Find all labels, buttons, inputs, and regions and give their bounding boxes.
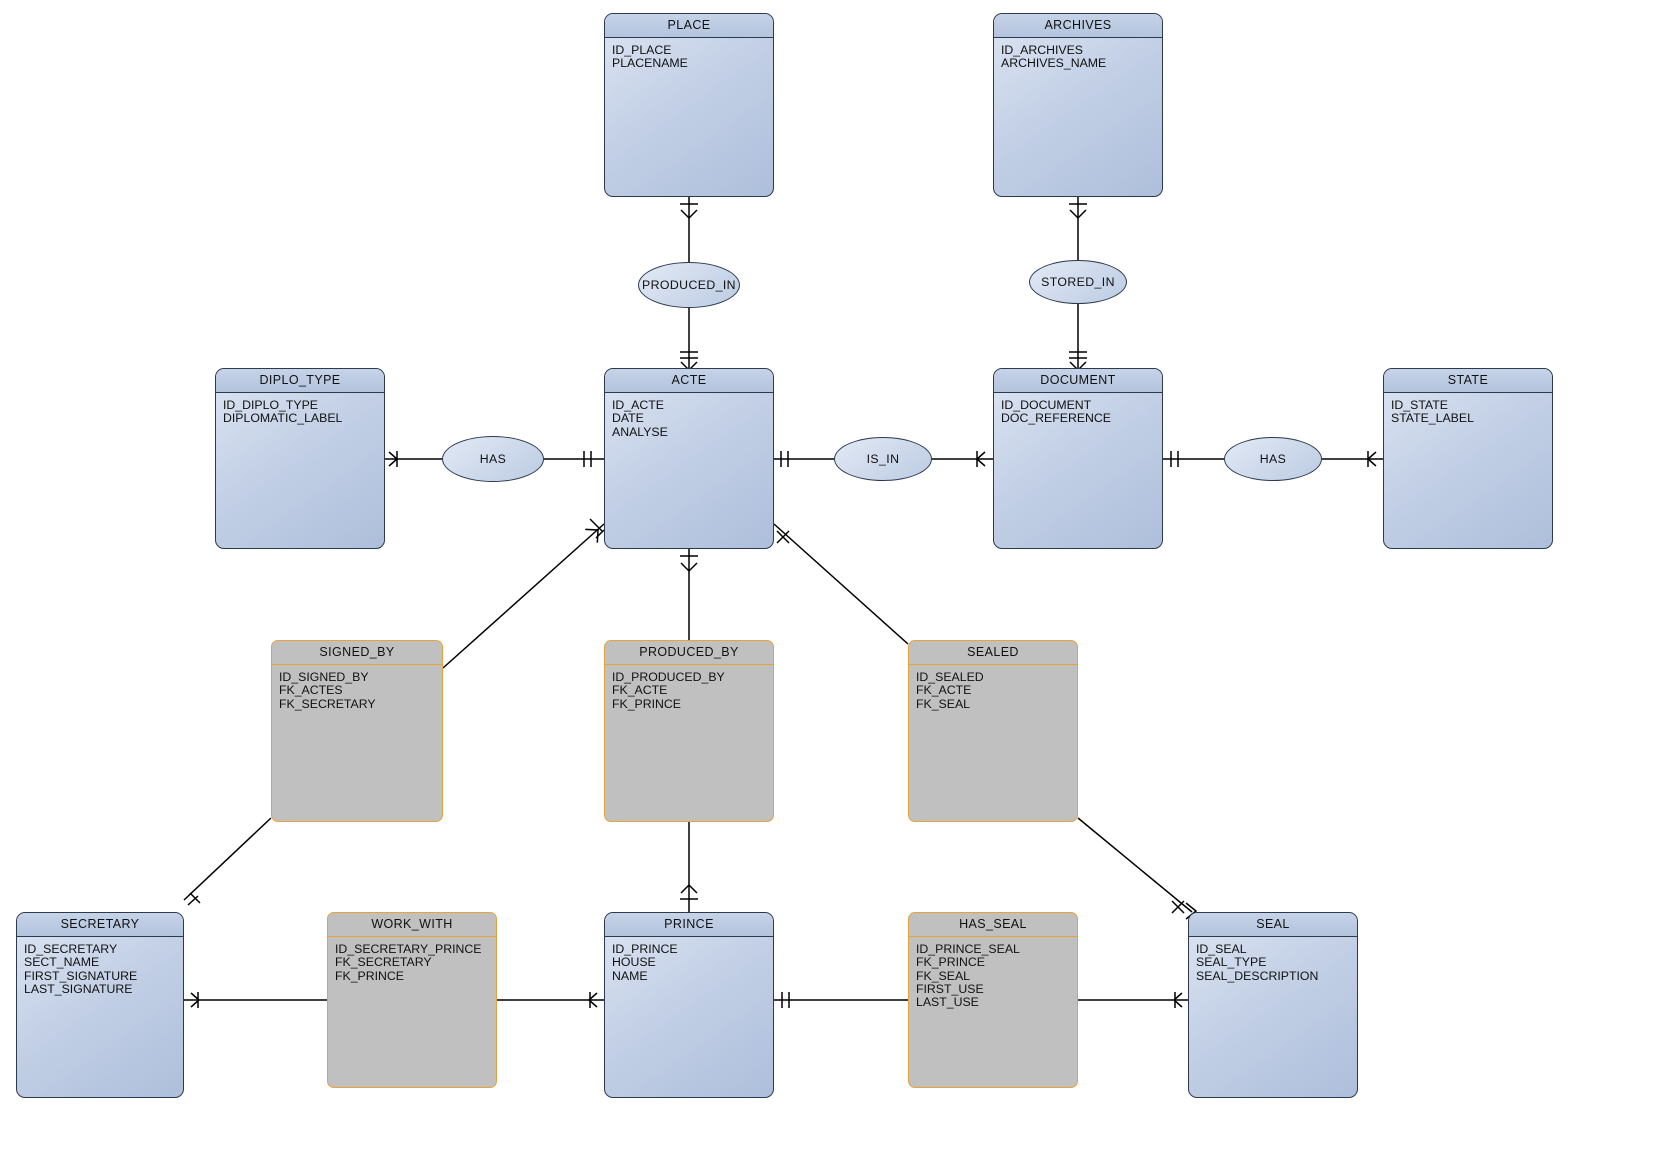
entity-diplo-type-title: DIPLO_TYPE [216, 369, 384, 393]
attribute: ID_PLACE [612, 43, 672, 57]
entity-document-title: DOCUMENT [994, 369, 1162, 393]
entity-secretary[interactable]: SECRETARY ID_SECRETARY SECT_NAME FIRST_S… [16, 912, 184, 1098]
entity-secretary-title: SECRETARY [17, 913, 183, 937]
assoc-entity-signed-by-attributes: ID_SIGNED_BY FK_ACTES FK_SECRETARY [272, 665, 442, 715]
assoc-entity-signed-by-title: SIGNED_BY [272, 641, 442, 665]
attribute: FK_SECRETARY [335, 955, 432, 970]
entity-acte-title: ACTE [605, 369, 773, 393]
attribute: FK_ACTES [279, 683, 343, 698]
attribute: ID_DIPLO_TYPE [223, 398, 318, 412]
entity-seal-title: SEAL [1189, 913, 1357, 937]
attribute: ID_SECRETARY [24, 942, 118, 956]
attribute: ANALYSE [612, 424, 668, 439]
attribute: FIRST_USE [916, 981, 984, 996]
attribute: HOUSE [612, 955, 656, 970]
assoc-entity-sealed-title: SEALED [909, 641, 1077, 665]
attribute: ARCHIVES_NAME [1001, 56, 1107, 71]
attribute: FK_SEAL [916, 968, 970, 983]
attribute: FK_SECRETARY [279, 696, 376, 711]
entity-state[interactable]: STATE ID_STATE STATE_LABEL [1383, 368, 1553, 549]
attribute: ID_SECRETARY_PRINCE [335, 942, 482, 956]
entity-state-title: STATE [1384, 369, 1552, 393]
attribute: DOC_REFERENCE [1001, 411, 1112, 426]
entity-prince-title: PRINCE [605, 913, 773, 937]
entity-acte-attributes: ID_ACTE DATE ANALYSE [605, 393, 773, 443]
assoc-entity-produced-by-attributes: ID_PRODUCED_BY FK_ACTE FK_PRINCE [605, 665, 773, 715]
relationship-produced-in[interactable]: PRODUCED_IN [638, 262, 740, 308]
assoc-entity-work-with[interactable]: WORK_WITH ID_SECRETARY_PRINCE FK_SECRETA… [327, 912, 497, 1088]
attribute: LAST_SIGNATURE [24, 981, 133, 996]
assoc-entity-work-with-title: WORK_WITH [328, 913, 496, 937]
relationship-has-state[interactable]: HAS [1224, 437, 1322, 481]
entity-archives[interactable]: ARCHIVES ID_ARCHIVES ARCHIVES_NAME [993, 13, 1163, 197]
attribute: FK_PRINCE [612, 696, 682, 711]
entity-archives-title: ARCHIVES [994, 14, 1162, 38]
assoc-entity-has-seal-title: HAS_SEAL [909, 913, 1077, 937]
attribute: FK_SEAL [916, 696, 970, 711]
relationship-stored-in[interactable]: STORED_IN [1029, 260, 1127, 304]
attribute: LAST_USE [916, 995, 979, 1010]
attribute: SEAL_DESCRIPTION [1196, 968, 1319, 983]
attribute: ID_SEAL [1196, 942, 1247, 956]
attribute: FK_PRINCE [335, 968, 405, 983]
entity-acte[interactable]: ACTE ID_ACTE DATE ANALYSE [604, 368, 774, 549]
attribute: ID_ARCHIVES [1001, 43, 1084, 57]
entity-document-attributes: ID_DOCUMENT DOC_REFERENCE [994, 393, 1162, 430]
entity-diplo-type-attributes: ID_DIPLO_TYPE DIPLOMATIC_LABEL [216, 393, 384, 430]
attribute: ID_PRODUCED_BY [612, 670, 725, 684]
assoc-entity-sealed-attributes: ID_SEALED FK_ACTE FK_SEAL [909, 665, 1077, 715]
attribute: STATE_LABEL [1391, 411, 1474, 426]
entity-seal[interactable]: SEAL ID_SEAL SEAL_TYPE SEAL_DESCRIPTION [1188, 912, 1358, 1098]
entity-diplo-type[interactable]: DIPLO_TYPE ID_DIPLO_TYPE DIPLOMATIC_LABE… [215, 368, 385, 549]
attribute: ID_SIGNED_BY [279, 670, 369, 684]
attribute: ID_ACTE [612, 398, 664, 412]
attribute: ID_STATE [1391, 398, 1448, 412]
attribute: DIPLOMATIC_LABEL [223, 411, 343, 426]
assoc-entity-has-seal-attributes: ID_PRINCE_SEAL FK_PRINCE FK_SEAL FIRST_U… [909, 937, 1077, 1013]
entity-prince-attributes: ID_PRINCE HOUSE NAME [605, 937, 773, 987]
assoc-entity-signed-by[interactable]: SIGNED_BY ID_SIGNED_BY FK_ACTES FK_SECRE… [271, 640, 443, 822]
entity-place-title: PLACE [605, 14, 773, 38]
relationship-is-in[interactable]: IS_IN [834, 437, 932, 481]
assoc-entity-sealed[interactable]: SEALED ID_SEALED FK_ACTE FK_SEAL [908, 640, 1078, 822]
entity-prince[interactable]: PRINCE ID_PRINCE HOUSE NAME [604, 912, 774, 1098]
attribute: NAME [612, 968, 648, 983]
attribute: ID_SEALED [916, 670, 984, 684]
attribute: FK_ACTE [612, 683, 668, 698]
attribute: FK_PRINCE [916, 955, 986, 970]
assoc-entity-work-with-attributes: ID_SECRETARY_PRINCE FK_SECRETARY FK_PRIN… [328, 937, 496, 987]
attribute: ID_PRINCE [612, 942, 678, 956]
assoc-entity-has-seal[interactable]: HAS_SEAL ID_PRINCE_SEAL FK_PRINCE FK_SEA… [908, 912, 1078, 1088]
relationship-has-diplo-type[interactable]: HAS [442, 436, 544, 482]
entity-seal-attributes: ID_SEAL SEAL_TYPE SEAL_DESCRIPTION [1189, 937, 1357, 987]
attribute: PLACENAME [612, 56, 688, 71]
attribute: FK_ACTE [916, 683, 972, 698]
entity-place-attributes: ID_PLACE PLACENAME [605, 38, 773, 75]
attribute: FIRST_SIGNATURE [24, 968, 138, 983]
entity-place[interactable]: PLACE ID_PLACE PLACENAME [604, 13, 774, 197]
attribute: DATE [612, 411, 644, 426]
assoc-entity-produced-by[interactable]: PRODUCED_BY ID_PRODUCED_BY FK_ACTE FK_PR… [604, 640, 774, 822]
assoc-entity-produced-by-title: PRODUCED_BY [605, 641, 773, 665]
attribute: ID_DOCUMENT [1001, 398, 1092, 412]
entity-secretary-attributes: ID_SECRETARY SECT_NAME FIRST_SIGNATURE L… [17, 937, 183, 1000]
entity-state-attributes: ID_STATE STATE_LABEL [1384, 393, 1552, 430]
attribute: ID_PRINCE_SEAL [916, 942, 1020, 956]
entity-document[interactable]: DOCUMENT ID_DOCUMENT DOC_REFERENCE [993, 368, 1163, 549]
attribute: SECT_NAME [24, 955, 100, 970]
attribute: SEAL_TYPE [1196, 955, 1267, 970]
entity-archives-attributes: ID_ARCHIVES ARCHIVES_NAME [994, 38, 1162, 75]
